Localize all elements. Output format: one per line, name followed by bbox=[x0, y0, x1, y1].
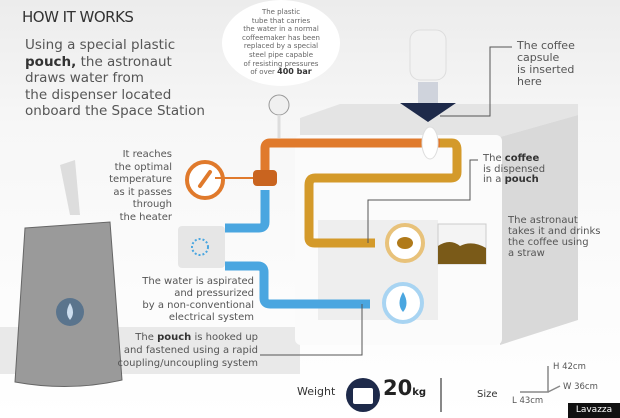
aspirated-callout: The water is aspirated and pressurized b… bbox=[110, 276, 254, 324]
callout-line: the optimal bbox=[114, 161, 172, 173]
callout-line: The coffee bbox=[483, 153, 545, 165]
callout-line: The water is aspirated bbox=[142, 276, 254, 287]
callout-line: capsule bbox=[517, 51, 560, 64]
machine-side bbox=[500, 115, 578, 345]
hot-water-pipe bbox=[260, 138, 440, 180]
capsule-icon bbox=[409, 29, 447, 81]
callout-line: of resisting pressures bbox=[222, 60, 340, 69]
intro-line: draws water from bbox=[25, 70, 144, 86]
intro-line: pouch, the astronaut bbox=[25, 54, 205, 71]
heater-ring bbox=[253, 170, 277, 186]
callout-line: a straw bbox=[508, 248, 545, 259]
intro-text: Using a special plastic pouch, the astro… bbox=[25, 37, 205, 120]
callout-line: temperature bbox=[109, 174, 172, 185]
intro-bold: pouch, bbox=[25, 53, 77, 70]
straw bbox=[60, 160, 80, 215]
arrow-shaft bbox=[418, 82, 438, 104]
callout-line: tube that carries bbox=[251, 16, 311, 25]
callout-line: of over 400 bar bbox=[222, 67, 340, 77]
callout-line: and pressurized bbox=[174, 288, 254, 299]
callout-line: The pouch is hooked up bbox=[100, 331, 258, 344]
height-dimension: H 42cm bbox=[553, 362, 586, 372]
dimension-lines bbox=[520, 366, 549, 393]
callout-line: replaced by a special bbox=[243, 42, 319, 51]
capsule-callout: The coffee capsule is inserted here bbox=[517, 40, 575, 88]
pump-icon bbox=[191, 238, 209, 256]
coffee-pipe bbox=[304, 138, 462, 248]
coupling-leader bbox=[260, 304, 363, 356]
callout-line: The coffee bbox=[517, 39, 575, 52]
pressure-gauge-icon bbox=[268, 94, 290, 116]
callout-text: The bbox=[483, 153, 505, 164]
callout-line: and fastened using a rapid bbox=[123, 345, 258, 356]
callout-line: as it passes bbox=[113, 186, 172, 198]
length-dimension: L 43cm bbox=[512, 396, 544, 406]
callout-text: of resisting pressures bbox=[243, 59, 319, 68]
callout-bubble bbox=[222, 0, 340, 86]
callout-line: steel pipe capable bbox=[248, 50, 314, 59]
machine-top bbox=[300, 104, 578, 137]
pressure-value: 400 bar bbox=[277, 67, 312, 77]
cold-water-pipe bbox=[225, 190, 270, 233]
callout-text: The bbox=[135, 332, 158, 343]
intro-rest: the astronaut bbox=[76, 53, 172, 70]
drinks-callout: The astronaut takes it and drinks the co… bbox=[508, 215, 600, 259]
callout-line: The astronaut bbox=[508, 215, 578, 226]
callout-line: the coffee using bbox=[508, 237, 589, 248]
callout-line: is inserted bbox=[517, 63, 575, 76]
intro-line: onboard the Space Station bbox=[25, 103, 205, 119]
callout-line: The plastic bbox=[261, 8, 301, 16]
intro-line: Using a special plastic bbox=[25, 37, 176, 53]
callout-line: coffeemaker has been bbox=[242, 33, 320, 42]
dispense-leader bbox=[367, 159, 478, 243]
capsule-leader bbox=[440, 46, 512, 117]
callout-text: of over bbox=[250, 68, 278, 77]
callout-line: the heater bbox=[119, 211, 172, 223]
width-dimension: W 36cm bbox=[563, 382, 598, 392]
callout-line: is dispensed bbox=[483, 163, 546, 175]
callout-line: It reaches bbox=[122, 149, 172, 160]
weight-label: Weight bbox=[297, 385, 336, 398]
callout-text: in a bbox=[483, 174, 505, 185]
weight-value: 20kg bbox=[383, 376, 426, 400]
callout-line: the water in a normal bbox=[243, 25, 319, 34]
weight-number: 20 bbox=[383, 376, 413, 400]
intro-line: the dispenser located bbox=[25, 86, 172, 103]
callout-line: here bbox=[517, 75, 542, 88]
callout-bold: pouch bbox=[504, 174, 539, 185]
callout-bold: coffee bbox=[504, 153, 540, 164]
callout-line: coupling/uncoupling system bbox=[117, 358, 258, 369]
callout-line: in a pouch bbox=[483, 174, 545, 186]
callout-line: electrical system bbox=[168, 312, 254, 323]
callout-line: takes it and drinks bbox=[508, 226, 601, 237]
callout-line: by a non-conventional bbox=[142, 300, 254, 311]
callout-text: is hooked up bbox=[191, 332, 258, 343]
callout-bold: pouch bbox=[157, 332, 192, 343]
intake-pipe bbox=[225, 261, 370, 309]
pump-box bbox=[178, 226, 225, 268]
down-arrow-icon bbox=[400, 103, 456, 122]
callout-line: through bbox=[132, 199, 172, 210]
size-label: Size bbox=[477, 389, 498, 400]
heater-callout: It reaches the optimal temperature as it… bbox=[70, 149, 172, 224]
hooked-callout: The pouch is hooked up and fastened usin… bbox=[100, 331, 258, 370]
brand-logo: Lavazza bbox=[568, 403, 620, 418]
dispensed-callout: The coffee is dispensed in a pouch bbox=[483, 153, 546, 186]
capsule-holder bbox=[421, 126, 439, 160]
tube-callout: The plastic tube that carries the water … bbox=[222, 8, 340, 77]
weight-unit: kg bbox=[412, 387, 427, 398]
page-title: HOW IT WORKS bbox=[22, 8, 134, 26]
